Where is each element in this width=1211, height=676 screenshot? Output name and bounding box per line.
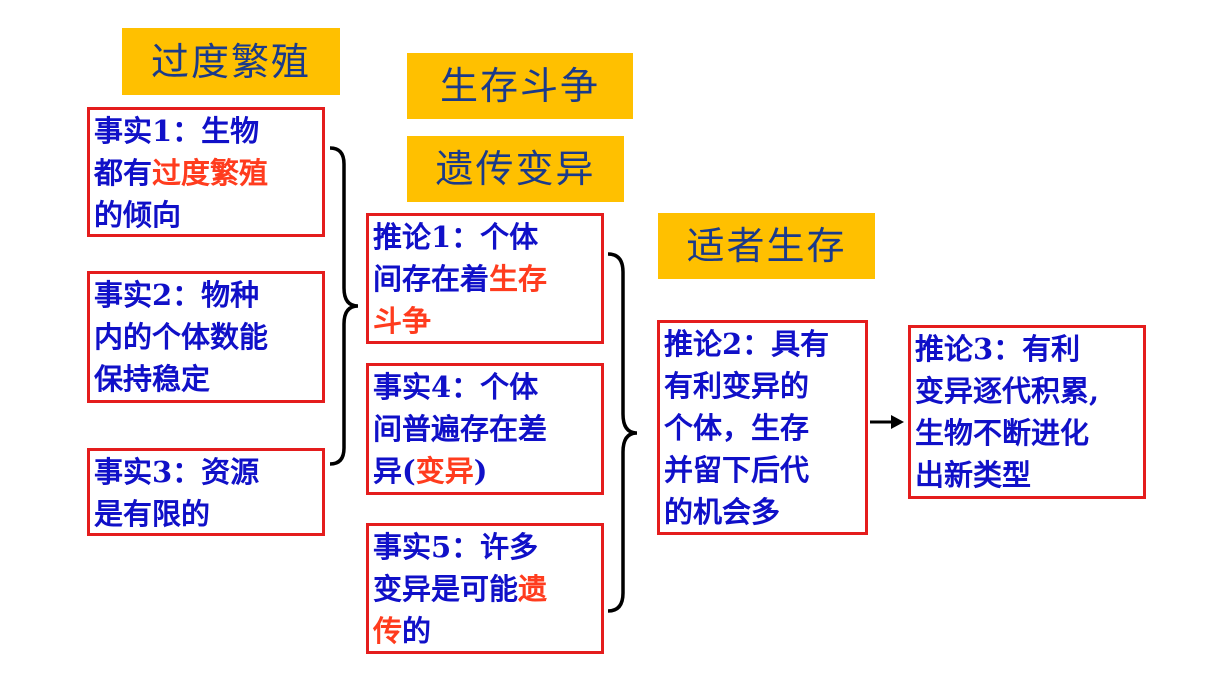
- inference-3-box: 推论3：有利 变异逐代积累, 生物不断进化 出新类型: [908, 325, 1146, 499]
- fact-5-emphasis-2: 传: [373, 614, 403, 648]
- label-survival-of-fittest: 适者生存: [658, 213, 875, 279]
- fact-3-line-2: 是有限的: [94, 497, 211, 531]
- inference-1-text: 间存在着: [373, 262, 490, 296]
- inference-3-line-1: 推论3：有利: [915, 332, 1081, 366]
- inference-2-line-2: 有利变异的: [664, 369, 810, 403]
- inference-1-box: 推论1：个体 间存在着生存 斗争: [366, 213, 604, 344]
- fact-3-box: 事实3：资源 是有限的: [87, 448, 325, 536]
- fact-2-box: 事实2：物种 内的个体数能 保持稳定: [87, 271, 325, 403]
- fact-4-text-end: ): [473, 454, 488, 488]
- inference-2-line-1: 推论2：具有: [664, 327, 830, 361]
- inference-1-line-1: 推论1：个体: [373, 220, 539, 254]
- fact-2-line-1: 事实2：物种: [94, 278, 260, 312]
- fact-4-line-3: 异(变异): [373, 450, 601, 492]
- fact-4-line-2: 间普遍存在差: [373, 412, 548, 446]
- inference-2-line-4: 并留下后代: [664, 453, 810, 487]
- fact-5-text-end: 的: [402, 614, 432, 648]
- fact-5-text: 变异是可能: [373, 572, 519, 606]
- fact-4-emphasis: 变异: [415, 454, 474, 488]
- arrow-head-icon: [891, 415, 904, 429]
- label-overbreeding: 过度繁殖: [122, 28, 340, 95]
- inference-1-emphasis: 生存: [489, 262, 548, 296]
- inference-1-line-3: 斗争: [373, 304, 432, 338]
- fact-5-line-2: 变异是可能遗: [373, 568, 601, 610]
- fact-1-line-3: 的倾向: [94, 198, 182, 232]
- right-brace-middle: [607, 252, 638, 613]
- fact-1-line-1: 事实1：生物: [94, 114, 260, 148]
- fact-4-line-1: 事实4：个体: [373, 370, 539, 404]
- fact-5-box: 事实5：许多 变异是可能遗 传的: [366, 523, 604, 654]
- fact-1-text: 都有: [94, 156, 153, 190]
- right-brace-facts: [329, 146, 359, 466]
- fact-5-emphasis: 遗: [518, 572, 548, 606]
- fact-1-emphasis: 过度繁殖: [152, 156, 269, 190]
- fact-2-line-2: 内的个体数能: [94, 320, 269, 354]
- label-heredity-variation: 遗传变异: [407, 136, 624, 202]
- inference-2-line-5: 的机会多: [664, 495, 781, 529]
- inference-2-line-3: 个体，生存: [664, 411, 810, 445]
- inference-2-box: 推论2：具有 有利变异的 个体，生存 并留下后代 的机会多: [657, 320, 868, 535]
- inference-3-line-3: 生物不断进化: [915, 416, 1090, 450]
- inference-3-line-2: 变异逐代积累,: [915, 374, 1100, 408]
- fact-2-line-3: 保持稳定: [94, 362, 211, 396]
- inference-3-line-4: 出新类型: [915, 458, 1032, 492]
- fact-1-line-2: 都有过度繁殖: [94, 152, 322, 194]
- fact-4-box: 事实4：个体 间普遍存在差 异(变异): [366, 363, 604, 495]
- inference-1-line-2: 间存在着生存: [373, 258, 601, 300]
- fact-4-text: 异(: [373, 454, 416, 488]
- fact-3-line-1: 事实3：资源: [94, 455, 260, 489]
- label-struggle-for-existence: 生存斗争: [407, 53, 633, 119]
- fact-5-line-3: 传的: [373, 610, 601, 651]
- fact-5-line-1: 事实5：许多: [373, 530, 539, 564]
- fact-1-box: 事实1：生物 都有过度繁殖 的倾向: [87, 107, 325, 237]
